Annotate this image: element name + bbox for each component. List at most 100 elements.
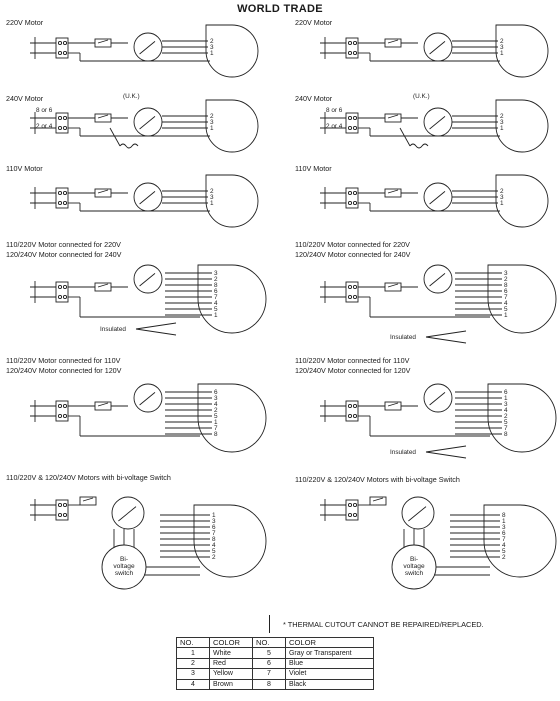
- terminal-screw: [347, 50, 353, 56]
- switch-blade: [387, 283, 399, 288]
- terminal-screw: [347, 40, 353, 46]
- legend-row: 4 Brown 8 Black: [176, 678, 375, 690]
- page-title: WORLD TRADE: [237, 3, 323, 15]
- lead-number: 6: [504, 389, 508, 396]
- terminal-screw: [57, 512, 63, 518]
- lead-number: 6: [502, 530, 506, 537]
- bi-voltage-switch-label: switch: [115, 570, 134, 577]
- terminal-screw: [57, 40, 63, 46]
- switch-contact: [139, 191, 156, 205]
- label-dual-110-right-2: 120/240V Motor connected for 120V: [295, 366, 411, 375]
- legend-color: Blue: [284, 657, 375, 670]
- label-dual-110-right-1: 110/220V Motor connected for 110V: [295, 356, 410, 365]
- lead-number: 1: [214, 419, 218, 426]
- legend-header-no-2: NO.: [251, 636, 286, 649]
- lead-number: 3: [214, 395, 218, 402]
- legend-number: 3: [176, 668, 210, 680]
- terminal-screw: [347, 294, 353, 300]
- switch-blade: [82, 497, 94, 502]
- lead-number: 2: [500, 113, 504, 120]
- switch-contact: [429, 41, 446, 55]
- line-switch: [79, 496, 97, 506]
- switch-blade: [372, 497, 384, 502]
- switch-blade: [97, 283, 109, 288]
- terminal-screw: [62, 512, 68, 518]
- insulated-label: Insulated: [390, 449, 416, 456]
- lead-number: 3: [502, 524, 506, 531]
- insulated-lead: [425, 330, 467, 338]
- terminal-block: [55, 499, 69, 521]
- uk-label: (U.K.): [123, 93, 140, 100]
- switch-contact: [429, 273, 446, 287]
- terminal-screw: [62, 294, 68, 300]
- lead-number: 2: [214, 407, 218, 414]
- legend-number: 1: [176, 647, 210, 659]
- legend-number: 2: [176, 657, 210, 670]
- bi-voltage-switch-label: Bi-: [410, 556, 418, 563]
- terminal-screw: [62, 502, 68, 508]
- lead-number: 7: [214, 294, 218, 301]
- label-220v-right: 220V Motor: [295, 18, 333, 27]
- lead-number: 5: [504, 419, 508, 426]
- lead-number: 2: [504, 276, 508, 283]
- terminal-screw: [347, 200, 353, 206]
- switch-blade: [387, 39, 399, 44]
- line-switch: [94, 282, 112, 292]
- wire: [399, 127, 411, 147]
- terminal-label: 8 or 6: [326, 107, 343, 114]
- switch-contact: [139, 273, 156, 287]
- switch-contact: [429, 116, 446, 130]
- motor-housing: [495, 99, 549, 153]
- switch-blade: [97, 402, 109, 407]
- terminal-screw: [57, 190, 63, 196]
- motor-housing: [487, 383, 557, 453]
- terminal-screw: [62, 200, 68, 206]
- note-divider: [269, 615, 270, 633]
- switch-blade: [97, 114, 109, 119]
- thermal-fuse: [119, 143, 139, 149]
- lead-number: 7: [504, 294, 508, 301]
- uk-label: (U.K.): [413, 93, 430, 100]
- motor-housing: [495, 174, 549, 228]
- lead-number: 5: [502, 548, 506, 555]
- insulated-label: Insulated: [100, 326, 126, 333]
- terminal-block: [345, 187, 359, 209]
- terminal-screw: [57, 115, 63, 121]
- line-switch: [384, 282, 402, 292]
- lead-number: 2: [504, 413, 508, 420]
- lead-number: 2: [500, 188, 504, 195]
- terminal-screw: [57, 284, 63, 290]
- lead-number: 5: [212, 548, 216, 555]
- terminal-screw: [352, 284, 358, 290]
- insulated-lead: [135, 322, 177, 330]
- terminal-screw: [57, 403, 63, 409]
- switch-contact: [139, 392, 156, 406]
- terminal-block: [345, 112, 359, 134]
- insulated-lead: [135, 328, 177, 336]
- lead-number: 6: [214, 288, 218, 295]
- label-bivoltage-left: 110/220V & 120/240V Motors with bi-volta…: [6, 473, 171, 482]
- switch-contact: [118, 506, 137, 522]
- switch-contact: [139, 116, 156, 130]
- terminal-screw: [57, 294, 63, 300]
- terminal-block: [55, 281, 69, 303]
- legend-color: Yellow: [209, 668, 253, 680]
- lead-number: 3: [214, 270, 218, 277]
- terminal-screw: [347, 403, 353, 409]
- lead-number: 8: [214, 431, 218, 438]
- motor-housing: [483, 504, 557, 578]
- line-switch: [94, 401, 112, 411]
- lead-number: 2: [500, 38, 504, 45]
- lead-number: 1: [210, 50, 214, 57]
- lead-number: 3: [210, 119, 214, 126]
- legend-header-no-1: NO.: [176, 636, 210, 649]
- lead-number: 3: [212, 518, 216, 525]
- terminal-screw: [62, 403, 68, 409]
- terminal-screw: [57, 125, 63, 131]
- thermal-cutout-note: * THERMAL CUTOUT CANNOT BE REPAIRED/REPL…: [283, 620, 484, 629]
- terminal-block: [345, 499, 359, 521]
- bi-voltage-switch-label: voltage: [403, 563, 425, 570]
- terminal-label: 8 or 6: [36, 107, 53, 114]
- label-dual-110-left-1: 110/220V Motor connected for 110V: [6, 356, 121, 365]
